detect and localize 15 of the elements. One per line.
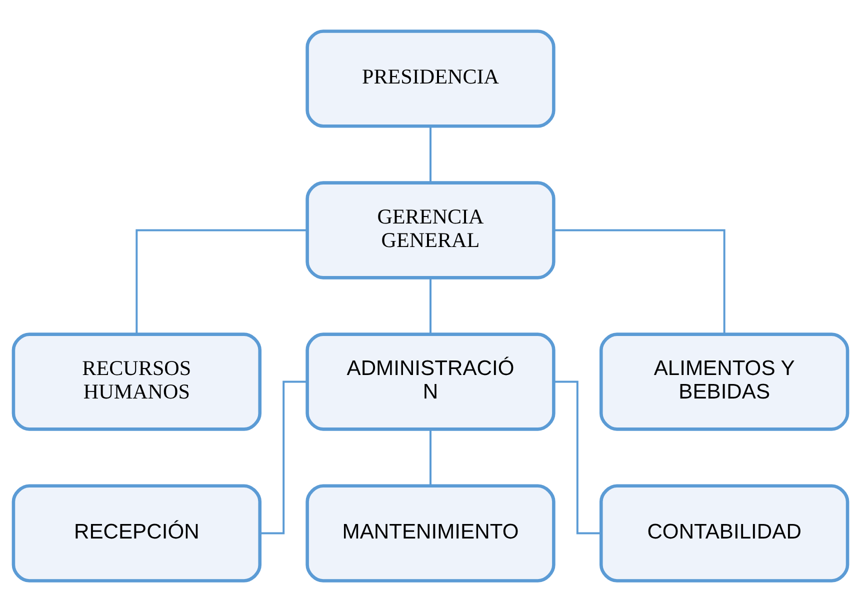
node-box: GERENCIA GENERAL	[306, 181, 556, 280]
node-box: CONTABILIDAD	[599, 484, 850, 582]
node-box: ALIMENTOS Y BEBIDAS	[599, 332, 850, 431]
connector	[554, 380, 602, 534]
node-box: PRESIDENCIA	[306, 30, 556, 128]
connector	[136, 229, 308, 334]
node-box: MANTENIMIENTO	[306, 484, 556, 582]
connector	[430, 429, 432, 486]
node-box: ADMINISTRACIÓ N	[306, 332, 556, 431]
connector	[554, 229, 726, 334]
node-box: RECEPCIÓN	[12, 484, 262, 582]
connector	[430, 278, 432, 334]
node-box: RECURSOS HUMANOS	[12, 332, 262, 431]
connector	[260, 380, 308, 534]
connector	[430, 126, 432, 182]
